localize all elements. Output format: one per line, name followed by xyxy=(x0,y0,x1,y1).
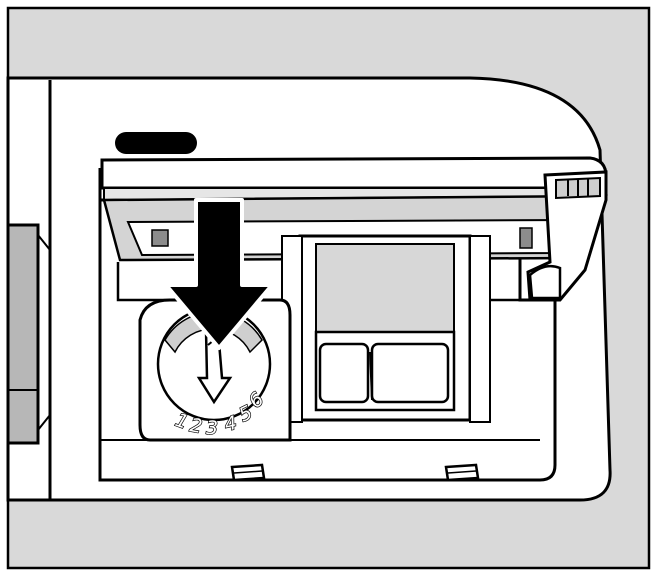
indicator-slot xyxy=(115,132,197,154)
compartment-insert xyxy=(281,234,491,423)
door-edge xyxy=(6,80,52,500)
dial-number-4: 4 xyxy=(222,412,238,436)
dial-number-3: 3 xyxy=(206,417,218,439)
dial-number-2: 2 xyxy=(188,414,204,438)
down-arrow-icon xyxy=(164,198,274,350)
drawer-clips xyxy=(230,463,480,482)
lid-hinge xyxy=(526,170,608,302)
